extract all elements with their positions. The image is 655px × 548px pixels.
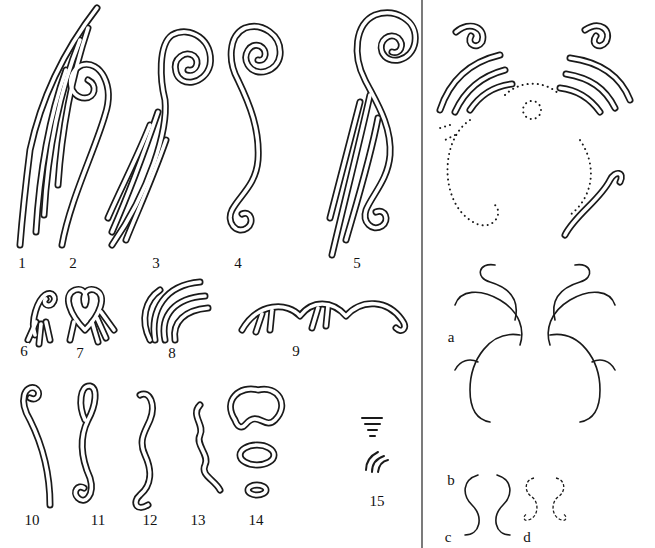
figure-number: 1 (17, 255, 27, 271)
figure-number: 5 (352, 255, 362, 271)
figure-number: 10 (24, 512, 41, 528)
divider-line (421, 0, 422, 548)
symmetric-curves (455, 265, 615, 535)
scroll-inner (20, 8, 630, 507)
figure-number: 11 (90, 512, 106, 528)
figure-number: 3 (151, 255, 161, 271)
dashed-pair (524, 478, 566, 520)
figure-number: 13 (190, 512, 207, 528)
figure-letter: d (522, 529, 532, 545)
figure-number: 2 (68, 255, 78, 271)
figure-letter: b (446, 472, 456, 488)
dotted-outline (440, 84, 591, 226)
figure-letter: a (447, 329, 456, 345)
figure-number: 9 (291, 343, 301, 359)
figure-number: 14 (248, 512, 265, 528)
figure-number: 15 (369, 493, 386, 509)
scroll-outline (20, 8, 630, 507)
fan-motif (362, 418, 388, 472)
figure-number: 7 (75, 345, 85, 361)
figure-number: 8 (167, 345, 177, 361)
figure-number: 4 (233, 255, 243, 271)
figure-letter: c (444, 529, 453, 545)
figure-number: 6 (19, 343, 29, 359)
figure-number: 12 (142, 512, 159, 528)
